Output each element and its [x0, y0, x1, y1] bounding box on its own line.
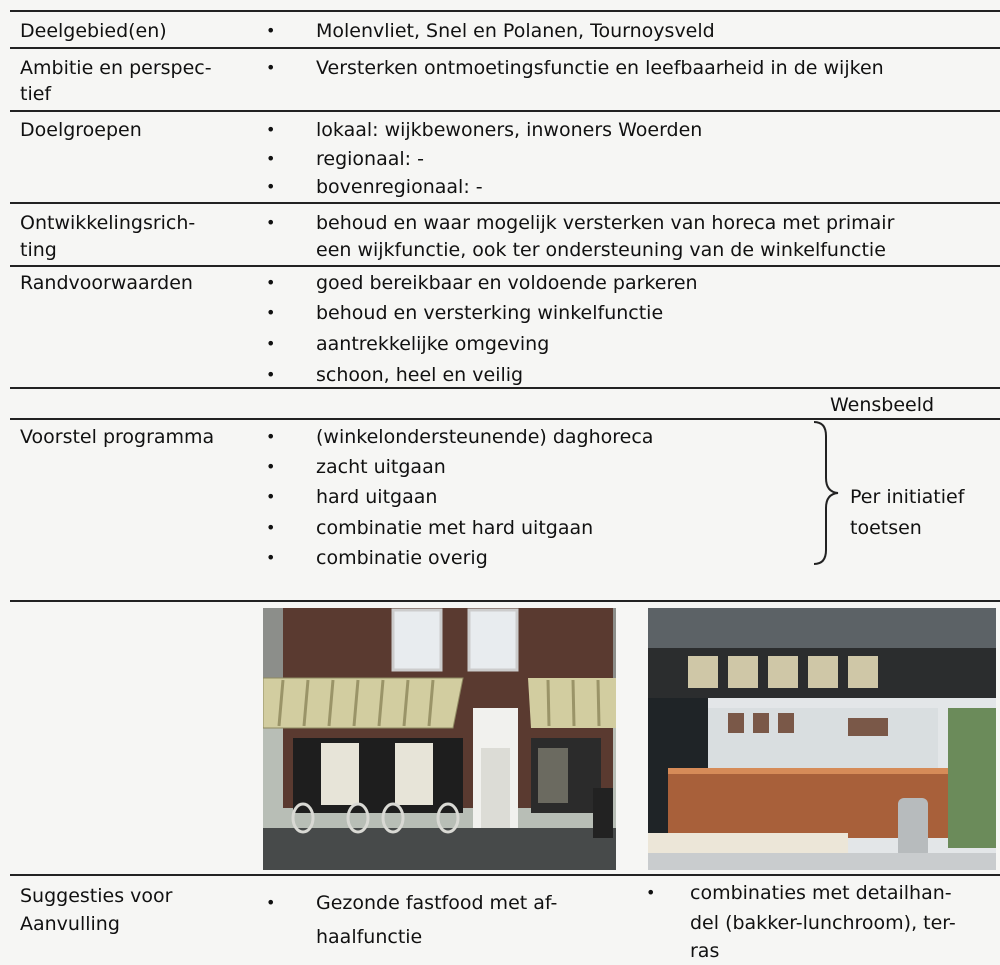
- note-per-initiatief-line1: Per initiatief: [850, 486, 965, 508]
- item-voorstel-1: (winkelondersteunende) daghoreca: [316, 426, 654, 448]
- row-divider: [10, 10, 1000, 12]
- label-ambitie-line1: Ambitie en perspec-: [20, 57, 212, 79]
- label-voorstel: Voorstel programma: [20, 426, 215, 448]
- item-deelgebied: Molenvliet, Snel en Polanen, Tournoysvel…: [316, 20, 715, 42]
- label-ontwikkeling-line2: ting: [20, 239, 57, 261]
- bullet: •: [266, 58, 276, 77]
- label-doelgroepen: Doelgroepen: [20, 119, 142, 141]
- curly-brace-icon: [813, 421, 839, 565]
- label-ontwikkeling-line1: Ontwikkelingsrich-: [20, 212, 196, 234]
- item-ambitie: Versterken ontmoetingsfunctie en leefbaa…: [316, 57, 884, 79]
- item-doelgroepen-1: lokaal: wijkbewoners, inwoners Woerden: [316, 119, 703, 141]
- bullet: •: [266, 427, 276, 446]
- photo-cafe-storefront: [263, 608, 616, 870]
- bullet: •: [266, 457, 276, 476]
- note-per-initiatief-line2: toetsen: [850, 517, 922, 539]
- bullet: •: [266, 893, 276, 912]
- item-voorstel-3: hard uitgaan: [316, 486, 438, 508]
- bullet: •: [266, 149, 276, 168]
- item-doelgroepen-2: regionaal: -: [316, 148, 424, 170]
- item-ontwikkeling-line2: een wijkfunctie, ook ter ondersteuning v…: [316, 239, 886, 261]
- row-divider: [10, 387, 1000, 389]
- item-suggesties-2-line2: del (bakker-lunchroom), ter-: [690, 912, 956, 934]
- row-divider: [10, 418, 1000, 420]
- item-doelgroepen-3: bovenregionaal: -: [316, 176, 483, 198]
- item-suggesties-2-line1: combinaties met detailhan-: [690, 882, 952, 904]
- item-randvoorwaarden-3: aantrekkelijke omgeving: [316, 333, 550, 355]
- bullet: •: [266, 365, 276, 384]
- bullet: •: [266, 21, 276, 40]
- row-divider: [10, 47, 1000, 49]
- bullet: •: [266, 177, 276, 196]
- item-randvoorwaarden-4: schoon, heel en veilig: [316, 364, 524, 386]
- bullet: •: [266, 273, 276, 292]
- item-ontwikkeling-line1: behoud en waar mogelijk versterken van h…: [316, 212, 895, 234]
- bullet: •: [266, 334, 276, 353]
- row-divider: [10, 874, 1000, 876]
- wensbeeld-heading: Wensbeeld: [830, 394, 935, 416]
- label-randvoorwaarden: Randvoorwaarden: [20, 272, 193, 294]
- bullet: •: [266, 213, 276, 232]
- bullet: •: [266, 518, 276, 537]
- photo-lunchroom-interior: [648, 608, 996, 870]
- row-divider: [10, 600, 1000, 602]
- item-suggesties-1-line1: Gezonde fastfood met af-: [316, 892, 558, 914]
- item-suggesties-2-line3: ras: [690, 940, 720, 962]
- item-voorstel-4: combinatie met hard uitgaan: [316, 517, 594, 539]
- bullet: •: [646, 883, 656, 902]
- item-voorstel-5: combinatie overig: [316, 547, 488, 569]
- label-ambitie-line2: tief: [20, 83, 52, 105]
- item-randvoorwaarden-2: behoud en versterking winkelfunctie: [316, 302, 664, 324]
- bullet: •: [266, 548, 276, 567]
- bullet: •: [266, 120, 276, 139]
- label-suggesties-line2: Aanvulling: [20, 913, 120, 935]
- label-deelgebied: Deelgebied(en): [20, 20, 167, 42]
- row-divider: [10, 202, 1000, 204]
- bullet: •: [266, 487, 276, 506]
- row-divider: [10, 110, 1000, 112]
- row-divider: [10, 265, 1000, 267]
- item-suggesties-1-line2: haalfunctie: [316, 926, 423, 948]
- item-voorstel-2: zacht uitgaan: [316, 456, 446, 478]
- item-randvoorwaarden-1: goed bereikbaar en voldoende parkeren: [316, 272, 698, 294]
- label-suggesties-line1: Suggesties voor: [20, 885, 173, 907]
- bullet: •: [266, 303, 276, 322]
